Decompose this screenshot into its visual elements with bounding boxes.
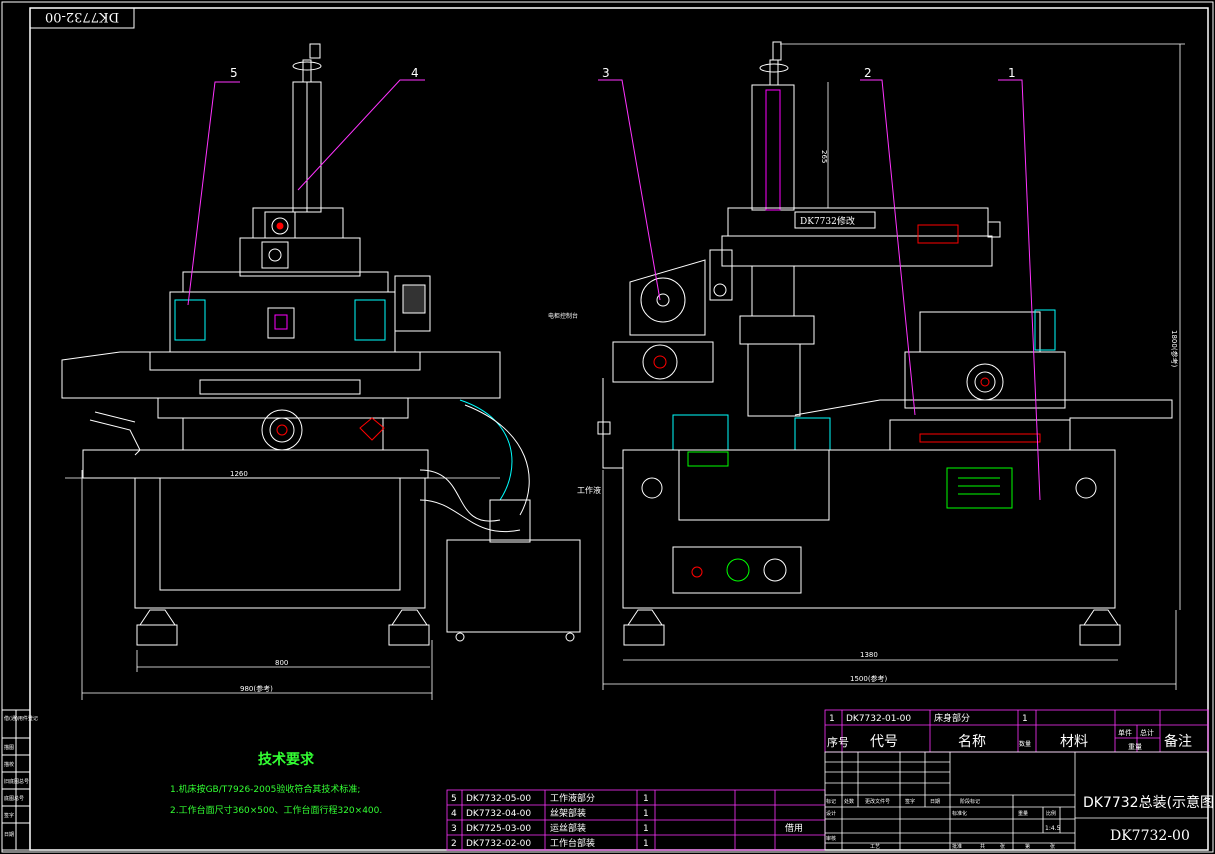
part-1-code: DK7732-01-00 <box>846 714 911 724</box>
callout-numbers: 5 4 3 2 1 <box>230 66 1016 80</box>
dim-1800: 1800(参考) <box>1170 330 1179 368</box>
tb-label-design: 设计 <box>826 810 836 817</box>
hdr-material: 材料 <box>1060 734 1088 750</box>
hdr-total: 总计 <box>1140 728 1154 737</box>
water-tank-label: 工作液 <box>577 485 601 495</box>
margin-label-3: 旧底图总号 <box>4 778 29 785</box>
title-block-title: DK7732总装(示意图) <box>1083 794 1215 811</box>
tb-label-review: 审核 <box>826 835 836 842</box>
part-3-name: 运丝部装 <box>550 822 586 834</box>
rotated-drawing-number: DK7732-00 <box>45 9 119 24</box>
callout-2: 2 <box>864 66 872 80</box>
hdr-no: 序号 <box>827 735 849 749</box>
tech-requirements-title: 技术要求 <box>258 751 315 768</box>
part-5-qty: 1 <box>643 794 649 804</box>
dim-1380: 1380 <box>860 651 878 659</box>
dim-left-980: 980(参考) <box>240 684 273 693</box>
part-3-code: DK7725-03-00 <box>466 824 531 834</box>
drawing-frame <box>29 7 1209 851</box>
callout-leaders <box>187 79 1041 501</box>
tb-label-count: 处数 <box>844 798 854 805</box>
hdr-qty: 数量 <box>1019 740 1031 748</box>
left-margin-table: 借(通)用件登记 描图 描校 旧底图总号 底图总号 签字 日期 <box>1 709 38 851</box>
right-machine-view: DK7732修改 <box>597 41 1173 646</box>
part-3-qty: 1 <box>643 824 649 834</box>
tb-label-weight: 重量 <box>1018 810 1028 817</box>
dim-1500: 1500(参考) <box>850 674 888 683</box>
tb-label-standard: 标准化 <box>952 810 967 817</box>
part-2-no: 2 <box>451 839 457 849</box>
parts-header-text: 1 DK7732-01-00 床身部分 1 序号 代号 名称 数量 材料 单件 … <box>827 712 1192 751</box>
left-machine-view <box>61 43 581 646</box>
callout-5: 5 <box>230 66 238 80</box>
margin-label-1: 描图 <box>4 744 14 751</box>
rotated-number-box <box>29 7 135 29</box>
tb-label-stage: 阶段标记 <box>960 798 980 805</box>
dim-left-800: 800 <box>275 659 288 667</box>
hdr-name: 名称 <box>958 734 986 750</box>
left-dimensions: 1260 800 980(参考) <box>65 470 500 700</box>
tb-label-sheet: 张 <box>1050 843 1055 850</box>
tb-label-approve: 批准 <box>952 843 962 850</box>
title-block-scale: 1:4.5 <box>1045 825 1061 832</box>
part-2-qty: 1 <box>643 839 649 849</box>
part-4-code: DK7732-04-00 <box>466 809 531 819</box>
part-5-name: 工作液部分 <box>550 792 595 804</box>
tb-label-process: 工艺 <box>870 844 880 850</box>
tb-label-file: 更改文件号 <box>865 798 890 805</box>
part-5-code: DK7732-05-00 <box>466 794 531 804</box>
right-dimensions: 265 1800(参考) 1380 1500(参考) <box>602 43 1185 690</box>
part-2-name: 工作台部装 <box>550 837 595 849</box>
margin-label-0: 借(通)用件登记 <box>4 715 38 722</box>
tech-requirement-1: 1.机床按GB/T7926-2005验收符合其技术标准; <box>170 783 360 795</box>
margin-label-6: 日期 <box>4 832 14 838</box>
panel-label: DK7732修改 <box>800 215 855 227</box>
control-cabinet-label: 电柜控制台 <box>548 312 578 320</box>
part-4-no: 4 <box>451 809 457 819</box>
part-3-no: 3 <box>451 824 457 834</box>
tb-label-total: 共 <box>980 843 985 850</box>
borrowed-label: 借用 <box>785 822 803 834</box>
tech-requirement-2: 2.工作台面尺寸360×500、工作台面行程320×400. <box>170 804 382 816</box>
tb-label-date: 日期 <box>930 799 940 805</box>
part-2-code: DK7732-02-00 <box>466 839 531 849</box>
part-4-name: 丝架部装 <box>550 807 586 819</box>
margin-label-5: 签字 <box>4 812 14 819</box>
hdr-unit: 单件 <box>1118 728 1132 737</box>
part-5-no: 5 <box>451 794 457 804</box>
callout-1: 1 <box>1008 66 1016 80</box>
part-1-qty: 1 <box>1022 714 1028 724</box>
tb-label-sheet-no: 第 <box>1025 843 1030 850</box>
dim-265: 265 <box>820 150 828 163</box>
parts-list-text: 5 DK7732-05-00 工作液部分 1 4 DK7732-04-00 丝架… <box>451 792 803 849</box>
hdr-code: 代号 <box>870 734 898 750</box>
callout-4: 4 <box>411 66 419 80</box>
part-4-qty: 1 <box>643 809 649 819</box>
dim-left-1260: 1260 <box>230 470 248 478</box>
tb-label-sheets: 张 <box>1000 843 1005 850</box>
tb-label-scale: 比例 <box>1046 810 1056 817</box>
hdr-remark: 备注 <box>1164 733 1192 750</box>
tb-label-mark: 标记 <box>826 798 836 805</box>
title-block-grid <box>824 751 1209 851</box>
part-1-no: 1 <box>829 714 835 724</box>
tb-label-sign: 签字 <box>905 798 915 805</box>
callout-3: 3 <box>602 66 610 80</box>
part-1-name: 床身部分 <box>934 712 970 724</box>
hdr-weight: 重量 <box>1128 743 1142 751</box>
title-block-small-labels: 标记 处数 更改文件号 签字 日期 设计 审核 工艺 标准化 批准 阶段标记 重… <box>826 798 1056 850</box>
title-block-drawing-no: DK7732-00 <box>1110 828 1190 844</box>
margin-label-4: 底图总号 <box>4 795 24 802</box>
margin-label-2: 描校 <box>4 761 14 768</box>
